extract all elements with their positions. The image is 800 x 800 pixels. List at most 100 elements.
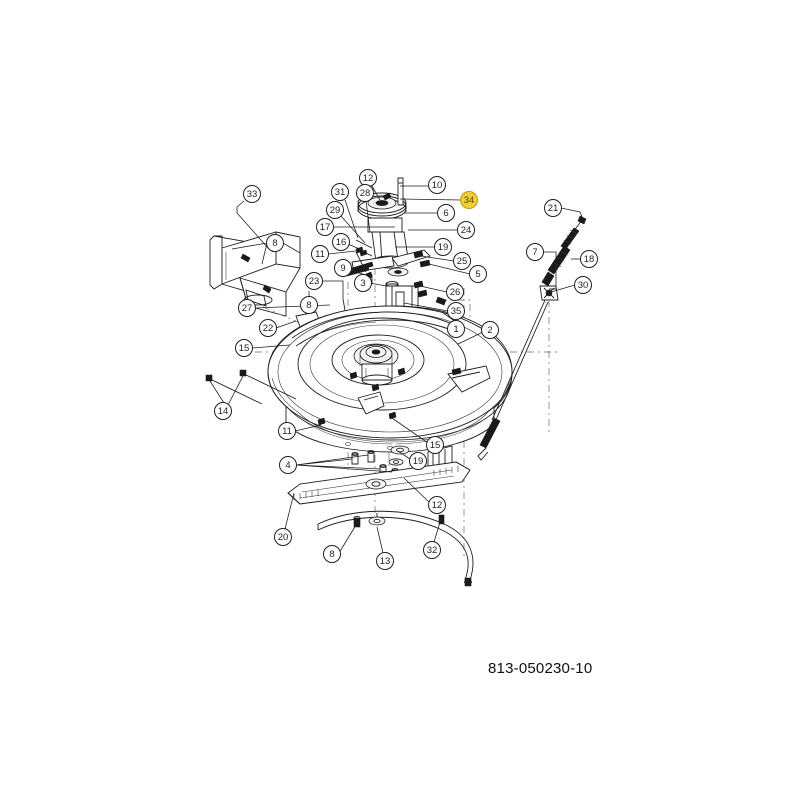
callout-circle[interactable] — [434, 238, 452, 256]
callout-9[interactable]: 9 — [334, 259, 352, 277]
callout-8[interactable]: 8 — [266, 234, 284, 252]
callout-10[interactable]: 10 — [428, 176, 446, 194]
callout-23[interactable]: 23 — [305, 272, 323, 290]
callout-circle[interactable] — [334, 259, 352, 277]
callout-35[interactable]: 35 — [447, 302, 465, 320]
callout-circle[interactable] — [326, 201, 344, 219]
callout-4[interactable]: 4 — [279, 456, 297, 474]
pulley-and-bracket-detail — [345, 177, 447, 313]
callout-label: 5 — [475, 269, 480, 280]
callout-circle[interactable] — [279, 456, 297, 474]
callout-30[interactable]: 30 — [574, 276, 592, 294]
leader-line — [428, 263, 471, 275]
callout-3[interactable]: 3 — [354, 274, 372, 292]
leader-line — [550, 284, 576, 293]
callout-16[interactable]: 16 — [332, 233, 350, 251]
callout-circle[interactable] — [266, 234, 284, 252]
callout-circle[interactable] — [446, 283, 464, 301]
callout-circle[interactable] — [305, 272, 323, 290]
callout-circle[interactable] — [356, 184, 374, 202]
callout-1[interactable]: 1 — [447, 320, 465, 338]
callout-2[interactable]: 2 — [481, 321, 499, 339]
callout-31[interactable]: 31 — [331, 183, 349, 201]
leader-line — [419, 285, 448, 293]
leader-line — [560, 207, 584, 220]
callout-circle[interactable] — [311, 245, 329, 263]
leader-line — [295, 454, 393, 473]
callout-34[interactable]: 34 — [460, 191, 478, 209]
callout-circle[interactable] — [300, 296, 318, 314]
callout-circle[interactable] — [235, 339, 253, 357]
callout-circle[interactable] — [278, 422, 296, 440]
callout-label: 28 — [360, 188, 371, 199]
callout-circle[interactable] — [447, 302, 465, 320]
callout-12[interactable]: 12 — [359, 169, 377, 187]
callout-29[interactable]: 29 — [326, 201, 344, 219]
callout-20[interactable]: 20 — [274, 528, 292, 546]
callout-circle[interactable] — [544, 199, 562, 217]
callout-label: 9 — [340, 263, 345, 274]
callout-15[interactable]: 15 — [426, 436, 444, 454]
callout-circle[interactable] — [426, 436, 444, 454]
callout-circle[interactable] — [428, 176, 446, 194]
callout-circle[interactable] — [238, 299, 256, 317]
callout-15[interactable]: 15 — [235, 339, 253, 357]
callout-circle[interactable] — [376, 552, 394, 570]
callout-circle[interactable] — [428, 496, 446, 514]
callout-28[interactable]: 28 — [356, 184, 374, 202]
callout-32[interactable]: 32 — [423, 541, 441, 559]
callout-circle[interactable] — [447, 320, 465, 338]
callout-circle[interactable] — [409, 452, 427, 470]
callout-circle[interactable] — [259, 319, 277, 337]
callout-6[interactable]: 6 — [437, 204, 455, 222]
callout-8[interactable]: 8 — [323, 545, 341, 563]
callout-circle[interactable] — [331, 183, 349, 201]
callout-14[interactable]: 14 — [214, 402, 232, 420]
callout-circle[interactable] — [469, 265, 487, 283]
callout-5[interactable]: 5 — [469, 265, 487, 283]
callout-label: 6 — [443, 208, 448, 219]
callout-33[interactable]: 33 — [243, 185, 261, 203]
callout-circle[interactable] — [332, 233, 350, 251]
callout-11[interactable]: 11 — [278, 422, 296, 440]
callout-circle[interactable] — [574, 276, 592, 294]
callout-22[interactable]: 22 — [259, 319, 277, 337]
callout-circle[interactable] — [354, 274, 372, 292]
callout-21[interactable]: 21 — [544, 199, 562, 217]
callout-circle[interactable] — [460, 191, 478, 209]
callout-13[interactable]: 13 — [376, 552, 394, 570]
callout-25[interactable]: 25 — [453, 252, 471, 270]
callout-circle[interactable] — [274, 528, 292, 546]
leader-line — [399, 198, 462, 201]
callout-circle[interactable] — [457, 221, 475, 239]
callout-circle[interactable] — [481, 321, 499, 339]
callout-circle[interactable] — [437, 204, 455, 222]
callout-18[interactable]: 18 — [580, 250, 598, 268]
callout-11[interactable]: 11 — [311, 245, 329, 263]
leader-line — [371, 185, 381, 201]
callout-circle[interactable] — [580, 250, 598, 268]
leader-line — [376, 526, 384, 554]
callout-circle[interactable] — [214, 402, 232, 420]
callout-circle[interactable] — [316, 218, 334, 236]
callout-circle[interactable] — [453, 252, 471, 270]
callout-24[interactable]: 24 — [457, 221, 475, 239]
callout-19[interactable]: 19 — [409, 452, 427, 470]
callout-7[interactable]: 7 — [526, 243, 544, 261]
callout-label: 33 — [247, 189, 258, 200]
callout-27[interactable]: 27 — [238, 299, 256, 317]
callout-circle[interactable] — [243, 185, 261, 203]
leader-line — [209, 375, 244, 406]
leader-line — [397, 450, 411, 460]
callout-26[interactable]: 26 — [446, 283, 464, 301]
callout-circle[interactable] — [323, 545, 341, 563]
leader-line — [284, 492, 295, 530]
callout-circle[interactable] — [423, 541, 441, 559]
callout-19[interactable]: 19 — [434, 238, 452, 256]
callout-8[interactable]: 8 — [300, 296, 318, 314]
callout-17[interactable]: 17 — [316, 218, 334, 236]
callout-circle[interactable] — [526, 243, 544, 261]
callout-12[interactable]: 12 — [428, 496, 446, 514]
callout-label: 4 — [285, 460, 290, 471]
